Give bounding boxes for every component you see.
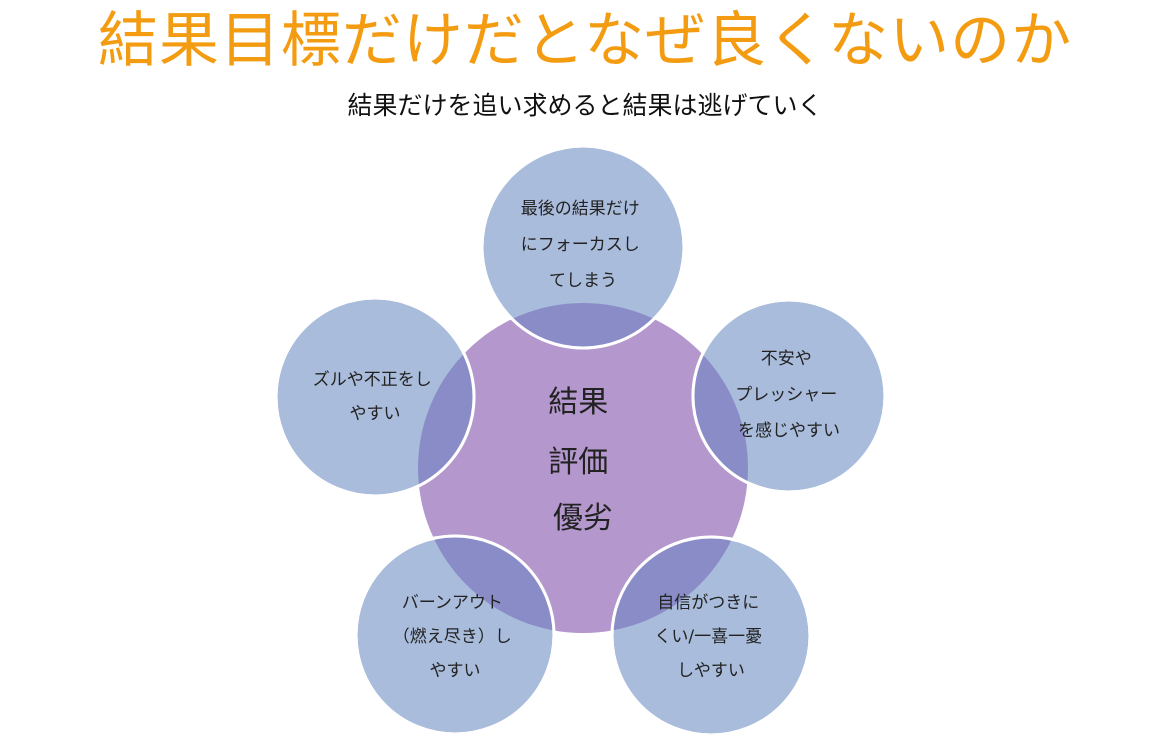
outer-circle-bottom-left-line-3: やすい [430,661,481,681]
outer-circle-bottom-left-line-2: （燃え尽き）し [393,627,512,647]
outer-circle-top-line-3: てしまう [549,271,617,291]
outer-circle-top-line-1: 最後の結果だけ [521,199,640,219]
outer-circle-bottom-left-label: バーンアウト （燃え尽き）し やすい [393,593,517,681]
overlap-bottom-right [612,537,748,633]
outer-circle-top: 最後の結果だけ にフォーカスし てしまう [480,144,686,350]
outer-circle-left-label: ズルや不正をし やすい [313,370,437,424]
page-title: 結果目標だけだとなぜ良くないのか [97,6,1073,76]
outer-circle-bottom-right: 自信がつきに くい/一喜一憂 しやすい [610,535,812,737]
outer-circle-right: 不安や プレッシャー を感じやすい [691,298,887,494]
page-subtitle: 結果だけを追い求めると結果は逃げていく [347,91,823,120]
outer-circle-left: ズルや不正をし やすい [274,296,476,498]
outer-circle-top-label: 最後の結果だけ にフォーカスし てしまう [521,199,645,291]
outer-circle-top-line-2: にフォーカスし [521,235,640,255]
outer-circle-bottom-left-line-1: バーンアウト [402,593,503,613]
outer-circle-right-line-1: 不安や [761,349,812,369]
outer-circle-top-outline [480,144,686,350]
outer-circle-bottom-right-line-3: しやすい [677,661,745,681]
center-line-1: 結果 [548,385,608,420]
outer-circle-right-line-3: を感じやすい [738,421,840,441]
overlap-bottom-left [418,536,554,633]
center-line-2: 評価 [548,445,608,480]
outer-circle-bottom-left-outline [354,534,556,736]
outer-circle-right-label: 不安や プレッシャー を感じやすい [735,349,842,441]
outer-circle-right-outline [691,298,887,494]
outer-circle-bottom-right-line-1: 自信がつきに [657,593,759,613]
outer-circle-bottom-right-label: 自信がつきに くい/一喜一憂 しやすい [654,593,767,681]
outer-circle-bottom-right-outline [610,535,812,737]
outer-circle-left-line-1: ズルや不正をし [313,370,432,390]
outer-circle-right-line-2: プレッシャー [735,385,837,405]
center-line-3: 優劣 [553,501,613,536]
outer-circle-left-outline [274,296,476,498]
center-label: 結果 評価 優劣 [548,385,618,536]
outer-circle-bottom-left: バーンアウト （燃え尽き）し やすい [354,534,556,736]
outer-circle-bottom-right-line-2: くい/一喜一憂 [654,627,762,647]
outer-circle-left-line-2: やすい [350,404,401,424]
